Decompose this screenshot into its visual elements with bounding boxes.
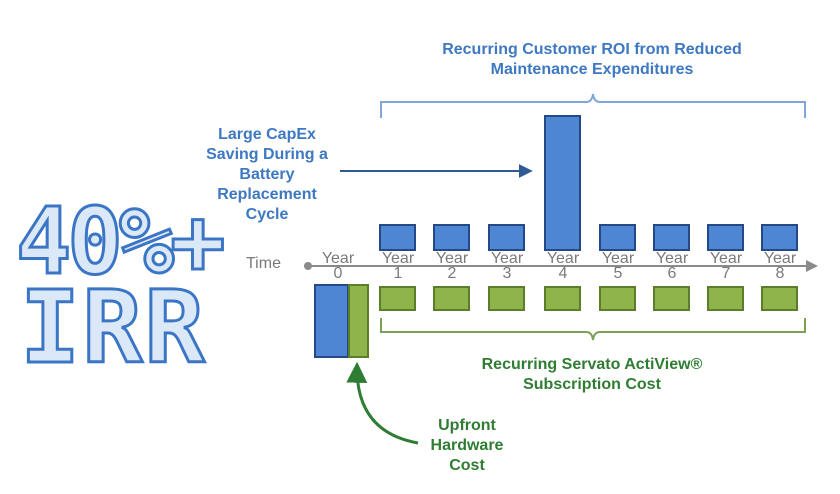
year-word: Year <box>601 250 635 267</box>
irr-percentage: 40%+ <box>15 188 228 295</box>
subscription-label: Recurring Servato ActiView® Subscription… <box>481 356 703 393</box>
axis-arrowhead <box>806 260 818 272</box>
hardware-arrow <box>346 361 419 445</box>
roi-bar-year-5 <box>599 224 636 251</box>
subscription-bar-year-5 <box>599 286 636 311</box>
time-axis <box>304 260 818 272</box>
year-label-6: Year 6 <box>650 250 694 282</box>
year-number: 4 <box>558 265 568 282</box>
year-word: Year <box>655 250 689 267</box>
roi-brace <box>380 93 806 118</box>
subscription-bars <box>379 286 798 311</box>
subscription-bar-year-6 <box>653 286 690 311</box>
year-label-2: Year 2 <box>430 250 474 282</box>
roi-bar-year-3 <box>488 224 525 251</box>
year-number: 8 <box>775 265 785 282</box>
year-number: 2 <box>447 265 457 282</box>
roi-bars <box>379 115 798 251</box>
subscription-bar-year-2 <box>433 286 470 311</box>
year-word: Year <box>490 250 524 267</box>
year-word: Year <box>381 250 415 267</box>
year-word: Year <box>546 250 580 267</box>
subscription-bar-year-0 <box>348 284 369 358</box>
upfront-cost-bars <box>314 284 369 358</box>
subscription-bar-year-4 <box>544 286 581 311</box>
roi-bar-year-4-capex <box>544 115 581 251</box>
year-label-8: Year 8 <box>758 250 802 282</box>
year-label-1: Year 1 <box>376 250 420 282</box>
subscription-bar-year-7 <box>707 286 744 311</box>
roi-bar-year-8 <box>761 224 798 251</box>
year-word: Year <box>321 250 355 267</box>
subscription-brace <box>380 318 806 341</box>
year-number: 7 <box>721 265 731 282</box>
year-word: Year <box>435 250 469 267</box>
year-number: 6 <box>667 265 677 282</box>
roi-bar-year-6 <box>653 224 690 251</box>
subscription-bar-year-8 <box>761 286 798 311</box>
year-number: 5 <box>613 265 623 282</box>
year-word: Year <box>763 250 797 267</box>
subscription-bar-year-3 <box>488 286 525 311</box>
year-label-3: Year 3 <box>485 250 529 282</box>
irr-label: IRR <box>19 269 207 386</box>
year-word: Year <box>709 250 743 267</box>
year-label-0: Year 0 <box>316 250 360 282</box>
axis-origin-dot <box>304 262 312 270</box>
hardware-cost-bar <box>314 284 349 358</box>
year-label-4: Year 4 <box>541 250 585 282</box>
year-number: 3 <box>502 265 512 282</box>
time-label: Time <box>246 255 281 272</box>
hardware-label: Upfront Hardware Cost <box>430 417 504 474</box>
year-number: 1 <box>393 265 403 282</box>
capex-label: Large CapEx Saving During a Battery Repl… <box>206 126 328 223</box>
roi-bar-year-2 <box>433 224 470 251</box>
year-label-7: Year 7 <box>704 250 748 282</box>
year-number: 0 <box>333 265 343 282</box>
roi-bar-year-1 <box>379 224 416 251</box>
roi-bar-year-7 <box>707 224 744 251</box>
roi-label: Recurring Customer ROI from Reduced Main… <box>442 41 742 78</box>
year-label-5: Year 5 <box>596 250 640 282</box>
subscription-bar-year-1 <box>379 286 416 311</box>
